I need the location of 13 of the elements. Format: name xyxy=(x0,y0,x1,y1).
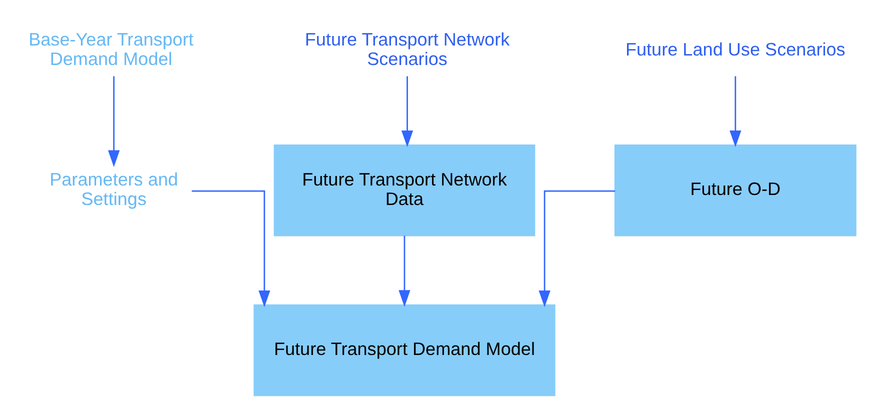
arrow xyxy=(108,76,120,166)
node-box: Future O-D xyxy=(614,144,856,236)
node-text: Base-Year Transport Demand Model xyxy=(28,29,194,69)
arrow xyxy=(192,190,270,307)
node-text: Parameters and Settings xyxy=(50,168,178,208)
arrow xyxy=(398,235,410,306)
node-box: Future Transport Demand Model xyxy=(254,304,556,396)
arrow xyxy=(401,76,414,147)
node-text: Future Transport Network Scenarios xyxy=(304,29,510,69)
node-box: Future Transport Network Data xyxy=(274,144,536,236)
node-text: Future Land Use Scenarios xyxy=(625,38,846,59)
arrow xyxy=(538,190,616,307)
arrow xyxy=(730,76,742,147)
